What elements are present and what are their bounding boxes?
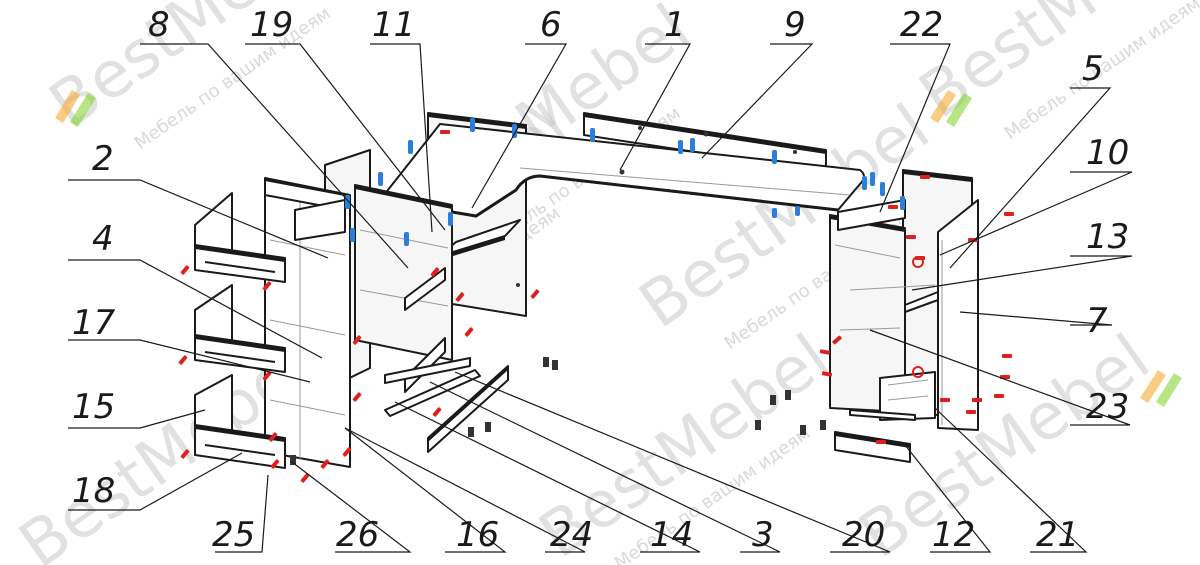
callout-25: 25 [212, 515, 255, 555]
callout-4: 4 [92, 219, 114, 259]
leader-lines [68, 43, 1133, 553]
callout-24: 24 [550, 515, 593, 555]
callout-14: 14 [650, 515, 693, 555]
callout-13: 13 [1086, 217, 1129, 257]
dowel-pins [345, 118, 905, 246]
left-pedestal-frame [264, 149, 453, 468]
callout-22: 22 [900, 5, 943, 45]
rails-and-plinth-left [384, 267, 481, 417]
callout-20: 20 [842, 515, 885, 555]
callout-15: 15 [72, 387, 115, 427]
plinth-panel-right [834, 431, 911, 463]
drawer-bottom [194, 374, 286, 469]
callout-10: 10 [1086, 133, 1129, 173]
callout-5: 5 [1082, 49, 1104, 89]
callout-26: 26 [336, 515, 379, 555]
callout-23: 23 [1086, 387, 1129, 427]
callout-6: 6 [540, 5, 562, 45]
callout-3: 3 [752, 515, 774, 555]
callout-2: 2 [92, 139, 114, 179]
callout-12: 12 [932, 515, 975, 555]
callout-21: 21 [1036, 515, 1079, 555]
callout-9: 9 [784, 5, 806, 45]
right-pedestal [829, 169, 979, 431]
callout-1: 1 [664, 5, 686, 45]
callout-8: 8 [148, 5, 170, 45]
callout-labels: 8 19 11 6 1 9 22 5 10 13 7 23 2 4 17 15 … [72, 5, 1129, 555]
callout-7: 7 [1086, 301, 1108, 341]
callout-19: 19 [250, 5, 293, 45]
drawer-top [194, 192, 286, 283]
watermark-layer: BestMebel Мебель по вашим идеям BestMebe… [7, 0, 1200, 565]
callout-17: 17 [72, 303, 116, 343]
drawer-middle [194, 284, 286, 373]
callout-18: 18 [72, 471, 115, 511]
callout-16: 16 [456, 515, 499, 555]
adjustable-feet [290, 357, 826, 465]
callout-11: 11 [372, 5, 415, 45]
plinth-front-left [427, 365, 509, 453]
confirmat-screws [178, 130, 1014, 483]
desktop-top-panel [379, 123, 865, 218]
drawer-backs [264, 179, 346, 241]
